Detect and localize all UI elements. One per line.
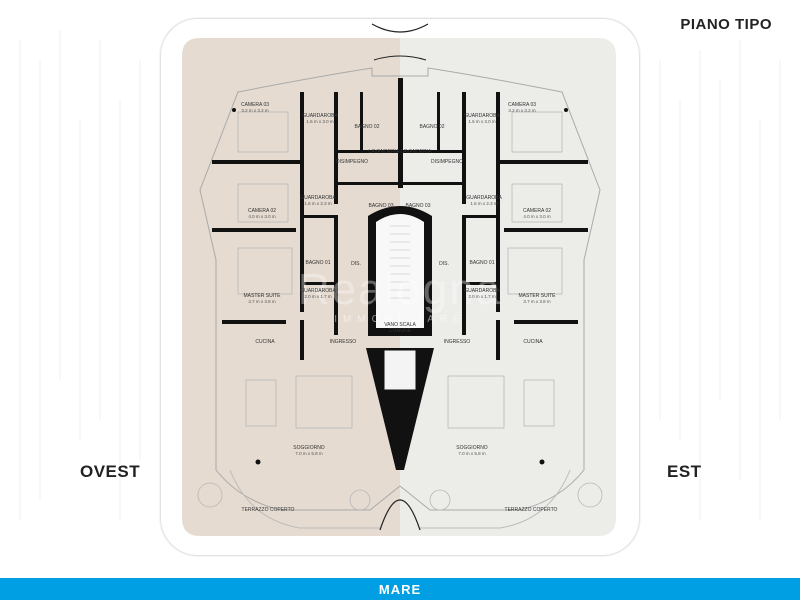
stair-label: VANO SCALA bbox=[384, 322, 416, 328]
room-label: CAMERA 02 bbox=[523, 208, 551, 214]
room-label: CUCINA bbox=[255, 339, 275, 345]
room-label: CAMERA 03 bbox=[508, 102, 536, 108]
room-dimension: 2.0 m x 1.7 m bbox=[304, 294, 332, 299]
east-label: EST bbox=[667, 462, 702, 481]
room-label: CAMERA 03 bbox=[241, 102, 269, 108]
stair-label: COMUNE bbox=[389, 328, 412, 334]
room-dimension: 4.0 m x 3.0 m bbox=[248, 214, 276, 219]
central-wall bbox=[398, 78, 403, 188]
room-label: BAGNO 02 bbox=[419, 124, 444, 130]
central-wedge bbox=[366, 348, 434, 470]
room-dimension: 1.6 m x 3.0 m bbox=[468, 119, 496, 124]
room-label: BAGNO 02 bbox=[354, 124, 379, 130]
room-dimension: 3.2 m x 3.2 m bbox=[241, 108, 269, 113]
room-dimension: 2.0 m x 1.7 m bbox=[468, 294, 496, 299]
room-label: GUARDAROBA bbox=[466, 195, 502, 201]
room-label: DISIMPEGNO bbox=[336, 159, 368, 165]
sea-label: MARE bbox=[378, 581, 422, 597]
room-label: MASTER SUITE bbox=[244, 293, 282, 299]
room-label: BAGNO 03 bbox=[368, 203, 393, 209]
room-label: DIS. bbox=[439, 261, 449, 267]
watermark-tagline: IMMOBILIARE bbox=[334, 314, 466, 325]
room-label: GUARDAROBA bbox=[300, 288, 336, 294]
room-dimension: 4.0 m x 3.0 m bbox=[523, 214, 551, 219]
room-label: CAMERA 02 bbox=[248, 208, 276, 214]
sea-bar: MARE bbox=[0, 578, 800, 600]
bottom-curve bbox=[379, 499, 421, 531]
room-label: LAVANDERIA bbox=[369, 149, 401, 155]
west-unit-labels: CAMERA 03 3.2 m x 3.2 m GUARDAROBA 1.6 m… bbox=[241, 102, 400, 513]
building-outline bbox=[199, 67, 601, 511]
room-dimension: 3.7 m x 3.8 m bbox=[523, 299, 551, 304]
room-dimension: 7.0 m x 5.8 m bbox=[295, 451, 323, 456]
room-label: TERRAZZO COPERTO bbox=[242, 507, 295, 513]
room-label: BAGNO 01 bbox=[469, 260, 494, 266]
room-label: INGRESSO bbox=[444, 339, 471, 345]
room-label: SOGGIORNO bbox=[293, 445, 325, 451]
furniture bbox=[197, 111, 603, 511]
structural-columns bbox=[232, 108, 568, 465]
room-label: TERRAZZO COPERTO bbox=[505, 507, 558, 513]
room-label: BAGNO 01 bbox=[305, 260, 330, 266]
stair-inner bbox=[376, 214, 424, 328]
room-dimension: 3.7 m x 3.8 m bbox=[248, 299, 276, 304]
room-label: CUCINA bbox=[523, 339, 543, 345]
stair-steps bbox=[390, 225, 410, 299]
room-dimension: 1.6 m x 2.3 m bbox=[304, 201, 332, 206]
terrace-outline bbox=[229, 469, 571, 529]
room-label: SOGGIORNO bbox=[456, 445, 488, 451]
top-entry-lines bbox=[373, 55, 427, 61]
plan-title: PIANO TIPO bbox=[680, 16, 772, 33]
room-label: DISIMPEGNO bbox=[431, 159, 463, 165]
room-label: INGRESSO bbox=[330, 339, 357, 345]
walls bbox=[212, 92, 588, 360]
east-unit-labels: CAMERA 03 3.2 m x 3.2 m GUARDAROBA 1.6 m… bbox=[401, 102, 558, 513]
lift bbox=[383, 349, 417, 391]
room-dimension: 1.6 m x 2.3 m bbox=[470, 201, 498, 206]
room-label: GUARDAROBA bbox=[302, 113, 338, 119]
room-dimension: 3.2 m x 3.2 m bbox=[508, 108, 536, 113]
room-dimension: 1.6 m x 3.0 m bbox=[306, 119, 334, 124]
room-label: LAVANDERIA bbox=[401, 149, 433, 155]
room-label: GUARDAROBA bbox=[300, 195, 336, 201]
room-label: GUARDAROBA bbox=[464, 288, 500, 294]
room-label: MASTER SUITE bbox=[519, 293, 557, 299]
top-curve bbox=[371, 23, 429, 33]
room-label: BAGNO 03 bbox=[405, 203, 430, 209]
room-label: DIS. bbox=[351, 261, 361, 267]
west-label: OVEST bbox=[80, 462, 141, 481]
room-label: GUARDAROBA bbox=[464, 113, 500, 119]
watermark-brand: Realogna bbox=[298, 265, 502, 314]
room-dimension: 7.0 m x 5.8 m bbox=[458, 451, 486, 456]
